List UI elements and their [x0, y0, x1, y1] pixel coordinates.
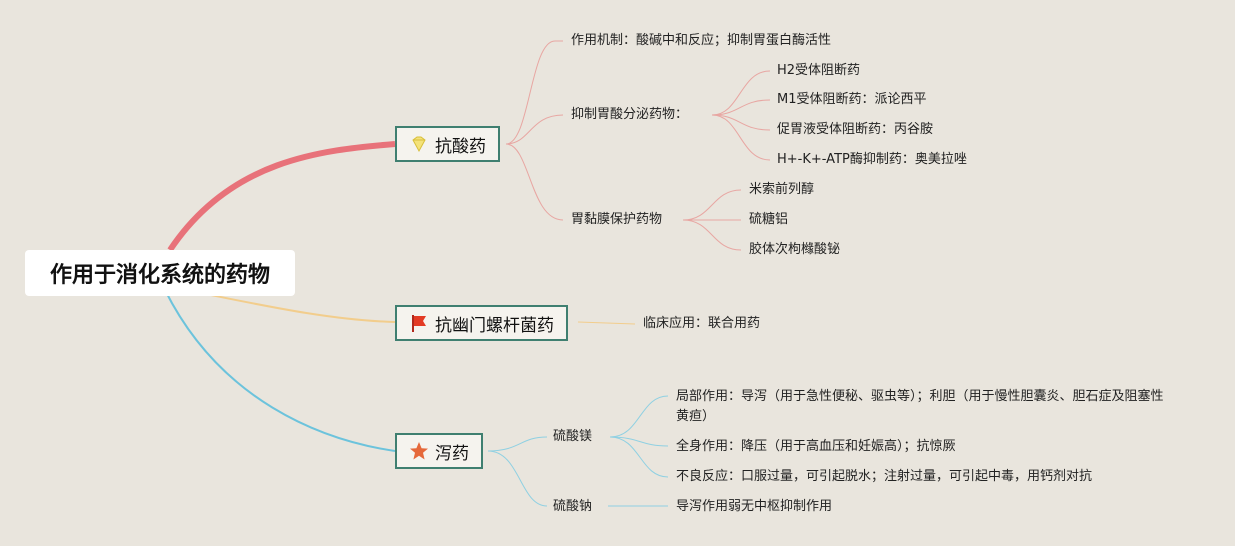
node-systemic-effect[interactable]: 全身作用：降压（用于高血压和妊娠高）；抗惊厥 — [676, 439, 956, 454]
node-clinical-use[interactable]: 临床应用：联合用药 — [643, 316, 761, 331]
root-topic-label: 作用于消化系统的药物 — [49, 263, 270, 288]
node-misoprostol[interactable]: 米索前列醇 — [749, 182, 815, 197]
node-bismuth[interactable]: 胶体次枸橼酸铋 — [749, 242, 841, 257]
red-flag-icon — [409, 313, 429, 333]
node-sucralfate[interactable]: 硫糖铝 — [749, 212, 789, 227]
node-weak-laxative[interactable]: 导泻作用弱无中枢抑制作用 — [676, 499, 833, 514]
branch-anti-hp[interactable]: 抗幽门螺杆菌药 — [395, 305, 568, 341]
branch-laxative-label: 泻药 — [435, 443, 469, 464]
branch-anti-hp-label: 抗幽门螺杆菌药 — [435, 315, 554, 336]
node-mucosal-protectants[interactable]: 胃黏膜保护药物 — [571, 212, 663, 227]
node-adverse-reactions[interactable]: 不良反应：口服过量，可引起脱水；注射过量，可引起中毒，用钙剂对抗 — [676, 469, 1093, 484]
node-h2-blocker[interactable]: H2受体阻断药 — [777, 63, 861, 78]
node-acid-secretion-inhibitors[interactable]: 抑制胃酸分泌药物： — [571, 107, 689, 122]
branch-antacid[interactable]: 抗酸药 — [395, 126, 500, 162]
branch-laxative[interactable]: 泻药 — [395, 433, 483, 469]
node-mechanism[interactable]: 作用机制：酸碱中和反应；抑制胃蛋白酶活性 — [571, 33, 832, 48]
node-ppi[interactable]: H+-K+-ATP酶抑制药：奥美拉唑 — [777, 152, 967, 167]
node-gastrin-blocker[interactable]: 促胃液受体阻断药：丙谷胺 — [777, 122, 934, 137]
star-icon — [409, 441, 429, 461]
node-local-effect[interactable]: 局部作用：导泻（用于急性便秘、驱虫等）；利胆（用于慢性胆囊炎、胆石症及阻塞性黄疸… — [676, 389, 1164, 424]
node-magnesium-sulfate[interactable]: 硫酸镁 — [553, 429, 593, 444]
diamond-icon — [409, 134, 429, 154]
root-topic[interactable]: 作用于消化系统的药物 — [25, 250, 295, 296]
link-root-antacid — [167, 141, 396, 252]
node-sodium-sulfate[interactable]: 硫酸钠 — [553, 499, 593, 514]
branch-antacid-label: 抗酸药 — [435, 136, 486, 157]
link-root-laxative — [164, 289, 396, 452]
node-m1-blocker[interactable]: M1受体阻断药：派论西平 — [777, 92, 927, 107]
